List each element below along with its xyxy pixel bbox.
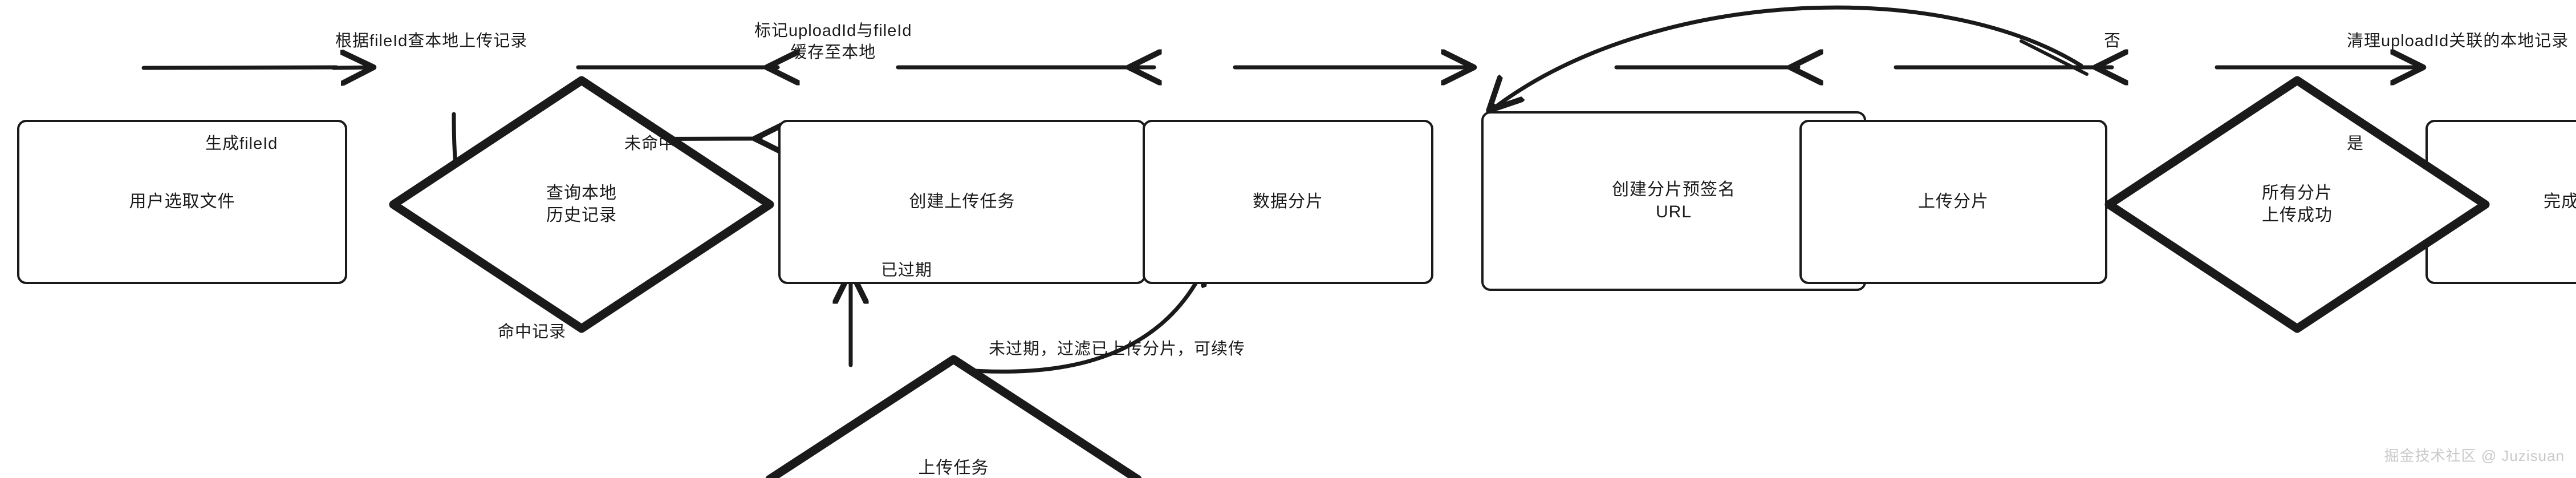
- node-label: 上传任务 有效期: [918, 458, 989, 477]
- line-check-no-to-presign: [1493, 5, 2083, 110]
- node-label: 创建上传任务: [909, 192, 1015, 211]
- edge-label-expired: 已过期: [881, 261, 933, 279]
- line-validity-to-shard: [956, 256, 1211, 374]
- edge-label-yes: 是: [2347, 135, 2364, 153]
- edge-label-no: 否: [2104, 32, 2122, 50]
- edge-label-mark-uploadid-fileid: 标记uploadId与fileId 缓存至本地: [754, 22, 912, 62]
- watermark: 掘金技术社区 @ Juzisuan: [2384, 447, 2565, 464]
- node-label: 查询本地 历史记录: [546, 184, 617, 225]
- line-no-tick: [2020, 39, 2089, 76]
- edge-label-not-expired-resumable: 未过期，过滤已上传分片，可续传: [989, 340, 1246, 358]
- node-upload-task-validity[interactable]: 上传任务 有效期: [761, 351, 1146, 478]
- node-query-local-history[interactable]: 查询本地 历史记录: [385, 72, 778, 337]
- line-user-to-query: [141, 65, 339, 70]
- edge-label-generate-fileid: 生成fileId: [205, 135, 278, 153]
- node-label: 用户选取文件: [129, 192, 235, 211]
- node-create-upload-task[interactable]: 创建上传任务: [778, 120, 1146, 284]
- edge-label-miss: 未命中: [624, 135, 676, 153]
- node-user-select-file[interactable]: 用户选取文件: [17, 120, 347, 284]
- diamond-outline: [2104, 76, 2490, 333]
- node-all-chunks-uploaded[interactable]: 所有分片 上传成功: [2100, 72, 2494, 337]
- diamond-outline: [389, 76, 774, 333]
- node-data-sharding[interactable]: 数据分片: [1143, 120, 1433, 284]
- edge-label-clear-local-records: 清理uploadId关联的本地记录: [2347, 32, 2569, 50]
- diamond-outline: [765, 355, 1142, 478]
- edge-label-query-by-fileid: 根据fileId查本地上传记录: [335, 32, 528, 50]
- node-label: 创建分片预签名 URL: [1612, 180, 1736, 221]
- node-upload-chunk[interactable]: 上传分片: [1799, 120, 2107, 284]
- node-label: 所有分片 上传成功: [2262, 184, 2333, 225]
- edge-check-no-to-presign: [1491, 106, 1494, 108]
- edge-user-to-query: [331, 67, 371, 68]
- node-label: 数据分片: [1253, 192, 1323, 211]
- edge-label-hit-record: 命中记录: [498, 323, 567, 341]
- node-label: 上传分片: [1918, 192, 1989, 211]
